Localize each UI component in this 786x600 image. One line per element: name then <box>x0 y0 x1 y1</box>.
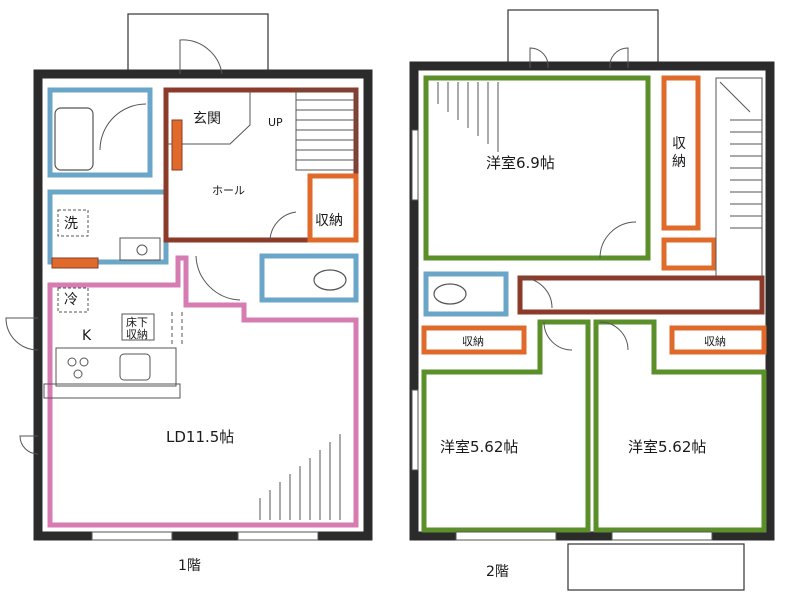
storage-right <box>669 325 767 355</box>
label-kitchen: K <box>82 328 92 344</box>
first-floor <box>5 13 373 541</box>
balcony-bottom <box>567 543 745 591</box>
kitchen-counter <box>55 347 177 387</box>
door-swing-icon <box>599 221 637 259</box>
door-swing-icon <box>269 211 297 241</box>
label-underfloor-1: 床下 <box>126 315 148 329</box>
storage-small <box>661 237 717 271</box>
label-storage-v-2: 納 <box>672 154 686 170</box>
label-storage-v-1: 収 <box>672 136 686 152</box>
stairs-2f <box>715 77 763 279</box>
hallway-2f <box>517 275 765 315</box>
window-1f <box>91 531 173 541</box>
label-underfloor-2: 収納 <box>126 328 148 341</box>
label-floor-2: 2階 <box>486 564 509 580</box>
sink-icon <box>119 353 151 381</box>
door-swing-icon <box>99 103 147 151</box>
label-up: UP <box>268 116 283 129</box>
label-ld: LD11.5帖 <box>166 428 234 446</box>
label-entrance: 玄関 <box>193 110 221 127</box>
toilet-icon <box>313 269 347 291</box>
exterior-wall-2f <box>409 61 775 541</box>
toilet-icon <box>433 283 467 305</box>
label-western-5-62-right: 洋室5.62帖 <box>628 438 706 456</box>
second-floor <box>409 9 775 591</box>
side-door-swing <box>5 317 39 351</box>
label-wash: 洗 <box>64 216 78 232</box>
label-storage-right: 収納 <box>704 335 726 348</box>
bathtub-icon <box>54 107 94 171</box>
fridge-space <box>57 287 89 313</box>
underfloor-storage <box>121 313 155 341</box>
western-room-5-62-left <box>421 319 591 533</box>
label-storage-left: 収納 <box>462 335 484 348</box>
window-2f <box>411 129 419 201</box>
western-room-6-9 <box>423 75 651 261</box>
label-western-6-9: 洋室6.9帖 <box>486 154 555 172</box>
label-floor-1: 1階 <box>178 558 201 574</box>
toilet-room <box>259 253 359 303</box>
stove-icon <box>67 357 89 379</box>
stair-hatch-ld <box>259 434 341 520</box>
western-room-5-62-right <box>593 319 767 533</box>
washer-space <box>57 209 89 237</box>
window-2f <box>455 531 557 541</box>
window-1f <box>237 531 319 541</box>
window-2f <box>611 531 713 541</box>
storage-shelf-1f <box>51 257 99 269</box>
front-door-swing <box>179 39 223 75</box>
washbasin-icon <box>119 237 161 261</box>
label-hall: ホール <box>212 184 245 197</box>
stair-hatch-2f <box>437 82 499 152</box>
door-swing-icon <box>195 255 241 301</box>
label-storage-1f: 収納 <box>315 213 343 229</box>
shoe-storage <box>171 119 183 171</box>
genkan-step <box>166 90 251 145</box>
window-2f <box>411 389 419 471</box>
label-fridge: 冷 <box>64 292 78 308</box>
ldk-room <box>47 255 359 528</box>
storage-vertical <box>661 75 701 231</box>
storage-left <box>421 325 527 355</box>
label-western-5-62-left: 洋室5.62帖 <box>440 438 518 456</box>
stair-storage <box>307 173 359 243</box>
bath-room <box>47 87 153 178</box>
side-door-swing <box>19 435 39 455</box>
exterior-wall-1f <box>33 69 373 541</box>
